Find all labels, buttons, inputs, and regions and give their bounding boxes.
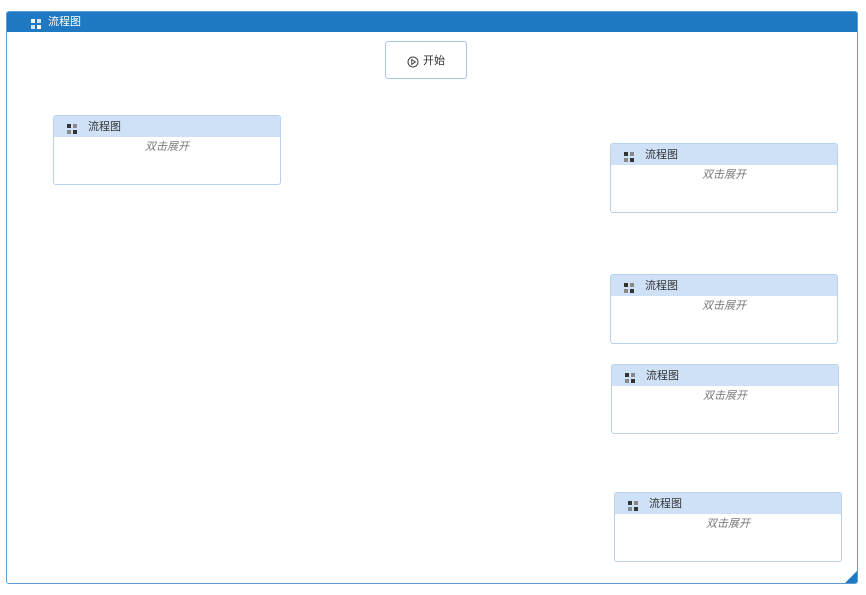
node-hint: 双击展开 [702, 168, 746, 181]
flowchart-node[interactable]: 流程图 双击展开 [610, 143, 838, 213]
node-title: 流程图 [646, 369, 679, 382]
flowchart-panel: 流程图 开始 流程图 双击展开 [6, 11, 858, 584]
flowchart-node-icon [628, 498, 639, 511]
start-node-label: 开始 [423, 54, 445, 67]
node-hint: 双击展开 [145, 140, 189, 153]
panel-header: 流程图 [7, 12, 857, 32]
flowchart-node-icon [624, 149, 635, 162]
node-title: 流程图 [645, 148, 678, 161]
node-header: 流程图 [611, 144, 837, 165]
node-header: 流程图 [611, 275, 837, 296]
flowchart-node-icon [624, 280, 635, 293]
resize-handle-icon[interactable] [845, 571, 857, 583]
node-hint: 双击展开 [703, 389, 747, 402]
node-title: 流程图 [649, 497, 682, 510]
flowchart-node[interactable]: 流程图 双击展开 [614, 492, 842, 562]
flowchart-icon [31, 17, 42, 29]
flowchart-node-icon [625, 370, 636, 383]
start-node[interactable]: 开始 [385, 41, 467, 79]
node-hint: 双击展开 [706, 517, 750, 530]
node-header: 流程图 [612, 365, 838, 386]
panel-title: 流程图 [48, 15, 81, 28]
node-header: 流程图 [615, 493, 841, 514]
node-hint: 双击展开 [702, 299, 746, 312]
flowchart-node-icon [67, 121, 78, 134]
node-header: 流程图 [54, 116, 280, 137]
play-circle-icon [407, 56, 419, 68]
node-title: 流程图 [645, 279, 678, 292]
node-title: 流程图 [88, 120, 121, 133]
flowchart-node[interactable]: 流程图 双击展开 [53, 115, 281, 185]
flowchart-node[interactable]: 流程图 双击展开 [610, 274, 838, 344]
flowchart-node[interactable]: 流程图 双击展开 [611, 364, 839, 434]
